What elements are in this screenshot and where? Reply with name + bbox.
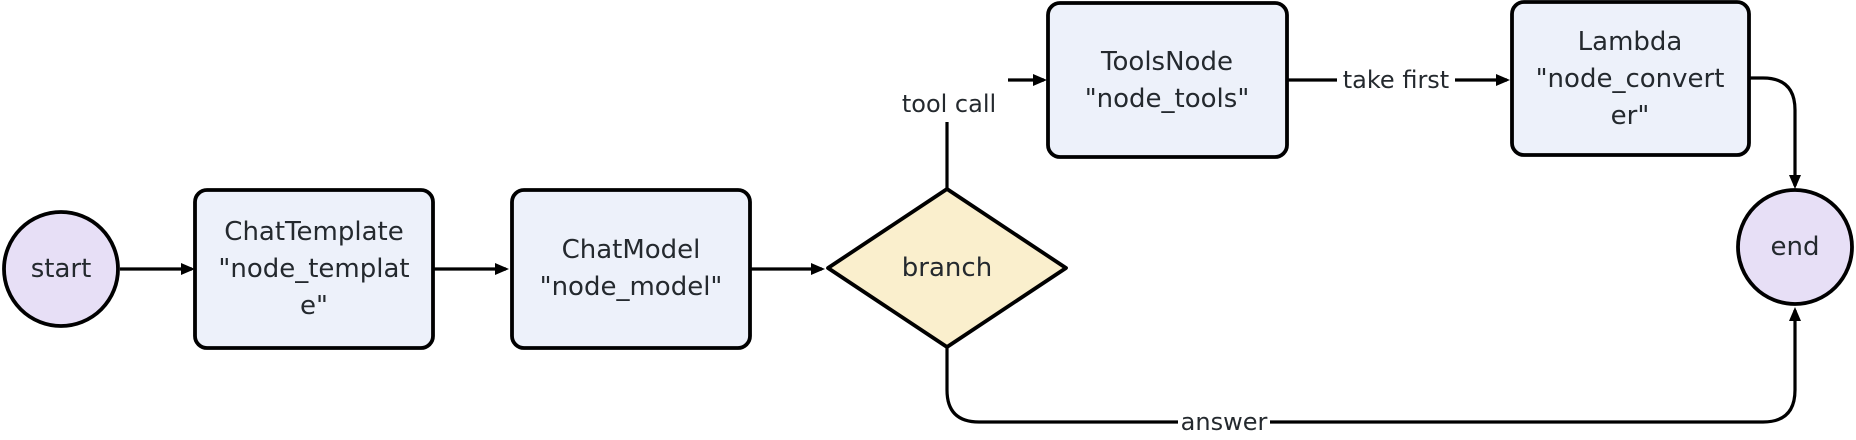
node-chat-template-label-line2: "node_templat xyxy=(218,254,409,284)
node-lambda-label-line1: Lambda xyxy=(1578,27,1683,57)
node-lambda: Lambda "node_convert er" xyxy=(1510,0,1751,157)
node-tools-node-label-line1: ToolsNode xyxy=(1100,47,1233,77)
edge-label-answer-bg xyxy=(1178,405,1270,439)
node-branch-shape xyxy=(826,187,1068,349)
node-tools-node-label-line2: "node_tools" xyxy=(1085,84,1250,114)
node-chat-model-label-line1: ChatModel xyxy=(562,235,701,265)
edge-label-tool-call-bg xyxy=(890,64,1008,122)
node-chat-template-label-line3: e" xyxy=(300,291,328,321)
node-tools-node-shape xyxy=(1046,1,1289,159)
edge-label-take-first: take first xyxy=(1337,63,1455,97)
edge-labels: tool call take first answer xyxy=(890,63,1455,439)
node-chat-template-shape xyxy=(193,188,435,350)
node-start: start xyxy=(2,210,120,328)
node-tools-node: ToolsNode "node_tools" xyxy=(1046,1,1289,159)
node-start-shape xyxy=(2,210,120,328)
node-lambda-shape xyxy=(1510,0,1751,157)
node-end-shape xyxy=(1736,188,1854,306)
node-lambda-label-line3: er" xyxy=(1611,101,1650,131)
edge-lambda-to-end xyxy=(1749,76,1801,189)
node-branch-label: branch xyxy=(902,253,992,283)
node-lambda-label-line2: "node_convert xyxy=(1536,64,1725,94)
nodes: start ChatTemplate "node_templat e" Chat… xyxy=(2,0,1854,350)
edge-label-tool-call: tool call xyxy=(890,64,1008,122)
node-chat-model-shape xyxy=(510,188,752,350)
edge-label-answer: answer xyxy=(1178,405,1270,439)
edge-label-take-first-text: take first xyxy=(1343,66,1449,94)
edge-label-tool-call-text: tool call xyxy=(902,90,996,118)
node-start-label: start xyxy=(31,254,92,284)
node-chat-template: ChatTemplate "node_templat e" xyxy=(193,188,435,350)
node-end-label: end xyxy=(1771,232,1820,262)
node-chat-template-label-line1: ChatTemplate xyxy=(224,217,403,247)
edge-label-take-first-bg xyxy=(1337,63,1455,97)
edge-branch-to-end-answer xyxy=(945,307,1801,424)
node-chat-model-label-line2: "node_model" xyxy=(540,272,723,302)
edge-label-answer-text: answer xyxy=(1181,408,1268,436)
node-branch-decision: branch xyxy=(826,187,1068,349)
node-chat-model: ChatModel "node_model" xyxy=(510,188,752,350)
node-end: end xyxy=(1736,188,1854,306)
